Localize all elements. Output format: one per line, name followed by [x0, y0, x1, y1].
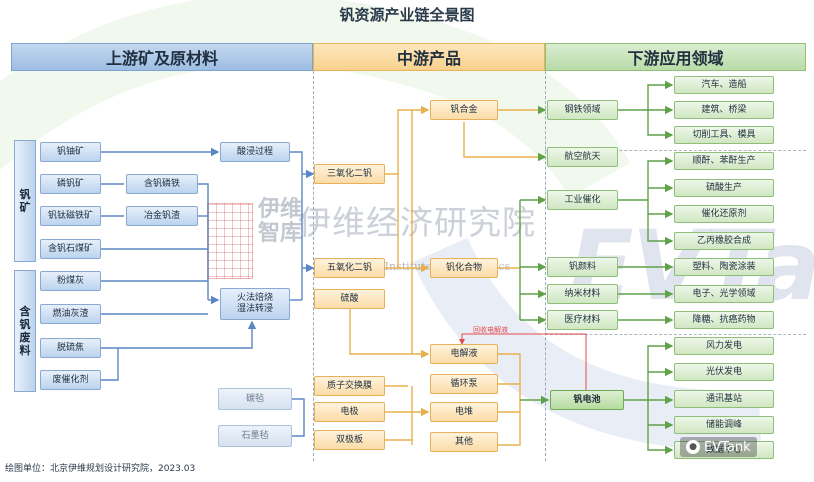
- down-battery-use-solar: 光伏发电: [674, 363, 774, 381]
- mid-stack: 电堆: [430, 402, 498, 422]
- down-steel-use-tools: 切削工具、模具: [674, 126, 774, 144]
- mid-vanadium-alloy: 钒合金: [430, 100, 498, 120]
- down-nano-materials: 纳米材料: [547, 284, 618, 304]
- mid-vanadium-pentoxide: 五氧化二钒: [314, 258, 385, 278]
- down-battery-use-wind: 风力发电: [674, 337, 774, 355]
- ore-vanadium-uranium: 钒铀矿: [40, 142, 101, 162]
- waste-spent-catalyst: 废催化剂: [40, 370, 101, 390]
- evtank-badge: ● EVTank: [680, 437, 757, 457]
- mid-other: 其他: [430, 432, 498, 452]
- waste-fly-ash: 粉煤灰: [40, 271, 101, 291]
- mid-circulation-pump: 循环泵: [430, 374, 498, 394]
- ore-phosphate-vanadium: 磷钒矿: [40, 174, 101, 194]
- badge-label: EVTank: [704, 439, 751, 455]
- mid-electrolyte: 电解液: [430, 344, 498, 364]
- down-aerospace: 航空航天: [547, 147, 618, 167]
- down-catalysis-use-sulfuric: 硫酸生产: [674, 179, 774, 197]
- down-industrial-catalysis: 工业催化: [547, 190, 618, 210]
- down-vanadium-pigment: 钒颜料: [547, 257, 618, 277]
- header-midstream: 中游产品: [313, 43, 545, 71]
- down-catalysis-use-reducer: 催化还原剂: [674, 205, 774, 223]
- page-title: 钒资源产业链全景图: [339, 6, 475, 24]
- mid-proton-membrane: 质子交换膜: [314, 376, 385, 396]
- divider-downstream-1: [545, 150, 806, 151]
- down-steel-use-auto-ship: 汽车、造船: [674, 76, 774, 94]
- process-acid-leaching: 酸浸过程: [220, 142, 290, 162]
- intermediate-vanadium-phosphorus-iron: 含钒磷铁: [126, 174, 198, 194]
- waste-oil-ash: 燃油灰渣: [40, 304, 101, 324]
- side-label-vanadium-ore: 钒矿: [14, 140, 36, 262]
- down-battery-use-telecom: 通讯基站: [674, 390, 774, 408]
- mid-bipolar-plate: 双极板: [314, 430, 385, 450]
- down-battery-use-peak-shaving: 储能调峰: [674, 416, 774, 434]
- down-vanadium-battery: 钒电池: [550, 390, 624, 410]
- header-upstream: 上游矿及原材料: [11, 43, 313, 71]
- down-steel-use-construction: 建筑、桥梁: [674, 101, 774, 119]
- down-catalysis-use-rubber: 乙丙橡胶合成: [674, 232, 774, 250]
- down-nano-use: 电子、光学领域: [674, 285, 774, 303]
- watermark-logo-grid: [207, 203, 253, 279]
- wechat-icon: ●: [686, 440, 700, 454]
- mid-sulfuric-acid: 硫酸: [314, 289, 385, 309]
- ore-vanadium-titanomagnetite: 钒钛磁铁矿: [40, 206, 101, 226]
- ore-stone-coal: 含钒石煤矿: [40, 239, 101, 259]
- down-steel-sector: 钢铁领域: [547, 100, 618, 120]
- mid-vanadium-trioxide: 三氧化二钒: [314, 164, 385, 184]
- header-downstream: 下游应用领域: [545, 43, 806, 71]
- down-catalysis-use-anhydride: 顺酐、苯酐生产: [674, 152, 774, 170]
- down-medical-materials: 医疗材料: [547, 310, 618, 330]
- down-pigment-use: 塑料、陶瓷涂装: [674, 258, 774, 276]
- carbon-felt: 碳毡: [218, 388, 292, 410]
- side-label-vanadium-waste: 含钒废料: [14, 270, 36, 392]
- watermark-cn-name: 伊维经济研究院: [298, 203, 536, 242]
- divider-downstream-2: [545, 334, 806, 335]
- source-footer: 绘图单位：北京伊维规划设计研究院，2023.03: [5, 464, 196, 474]
- intermediate-metallurgical-slag: 冶金钒渣: [126, 206, 198, 226]
- mid-vanadium-compounds: 钒化合物: [430, 258, 498, 278]
- mid-electrode: 电极: [314, 402, 385, 422]
- down-medical-use: 降糖、抗癌药物: [674, 311, 774, 329]
- graphite-felt: 石墨毡: [218, 425, 292, 447]
- process-roasting-leaching: 火法焙烧 湿法转浸: [220, 288, 290, 320]
- waste-desulfurized-coke: 脱硫焦: [40, 338, 101, 358]
- recycle-electrolyte-label: 回收电解液: [473, 326, 508, 334]
- watermark-mark: 伊维 智库: [258, 197, 303, 246]
